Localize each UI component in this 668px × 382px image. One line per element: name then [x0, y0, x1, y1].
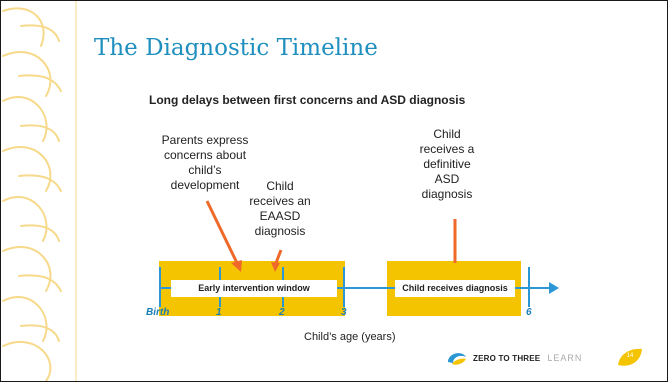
zero-to-three-logo: ZERO TO THREE LEARN: [445, 349, 582, 367]
page-number-badge: 14: [617, 347, 643, 369]
logo-swirl-icon: [448, 353, 466, 365]
page-number: 14: [626, 353, 634, 359]
page-number-leaf-icon: [618, 348, 642, 366]
tick-label-6: 6: [526, 307, 532, 318]
pointer-arrowhead-eaasd: [271, 262, 280, 272]
logo-learn-text: LEARN: [547, 353, 583, 363]
pointer-arrow-parents: [205, 200, 239, 264]
x-axis-label: Child’s age (years): [304, 331, 396, 343]
slide-title: The Diagnostic Timeline: [94, 35, 378, 61]
timeline-arrowhead: [549, 282, 559, 294]
decorative-leaf-border: [2, 1, 77, 381]
note-parents-concerns: Parents express concerns about child’s d…: [161, 133, 249, 192]
pointer-arrow-eaasd: [274, 249, 283, 264]
tick-label-2: 2: [279, 307, 285, 318]
note-eaasd-diagnosis: Child receives an EAASD diagnosis: [249, 179, 311, 238]
pointer-arrowhead-parents: [231, 260, 242, 272]
logo-brand-text: ZERO TO THREE: [473, 353, 541, 363]
tick-label-1: 1: [216, 307, 222, 318]
slide-subtitle: Long delays between first concerns and A…: [149, 93, 466, 107]
early-intervention-label: Early intervention window: [171, 280, 337, 297]
diagnosis-label: Child receives diagnosis: [395, 280, 515, 297]
tick-label-3: 3: [341, 307, 347, 318]
note-definitive-diagnosis: Child receives a definitive ASD diagnosi…: [419, 127, 475, 201]
tick-label-birth: Birth: [146, 307, 170, 318]
